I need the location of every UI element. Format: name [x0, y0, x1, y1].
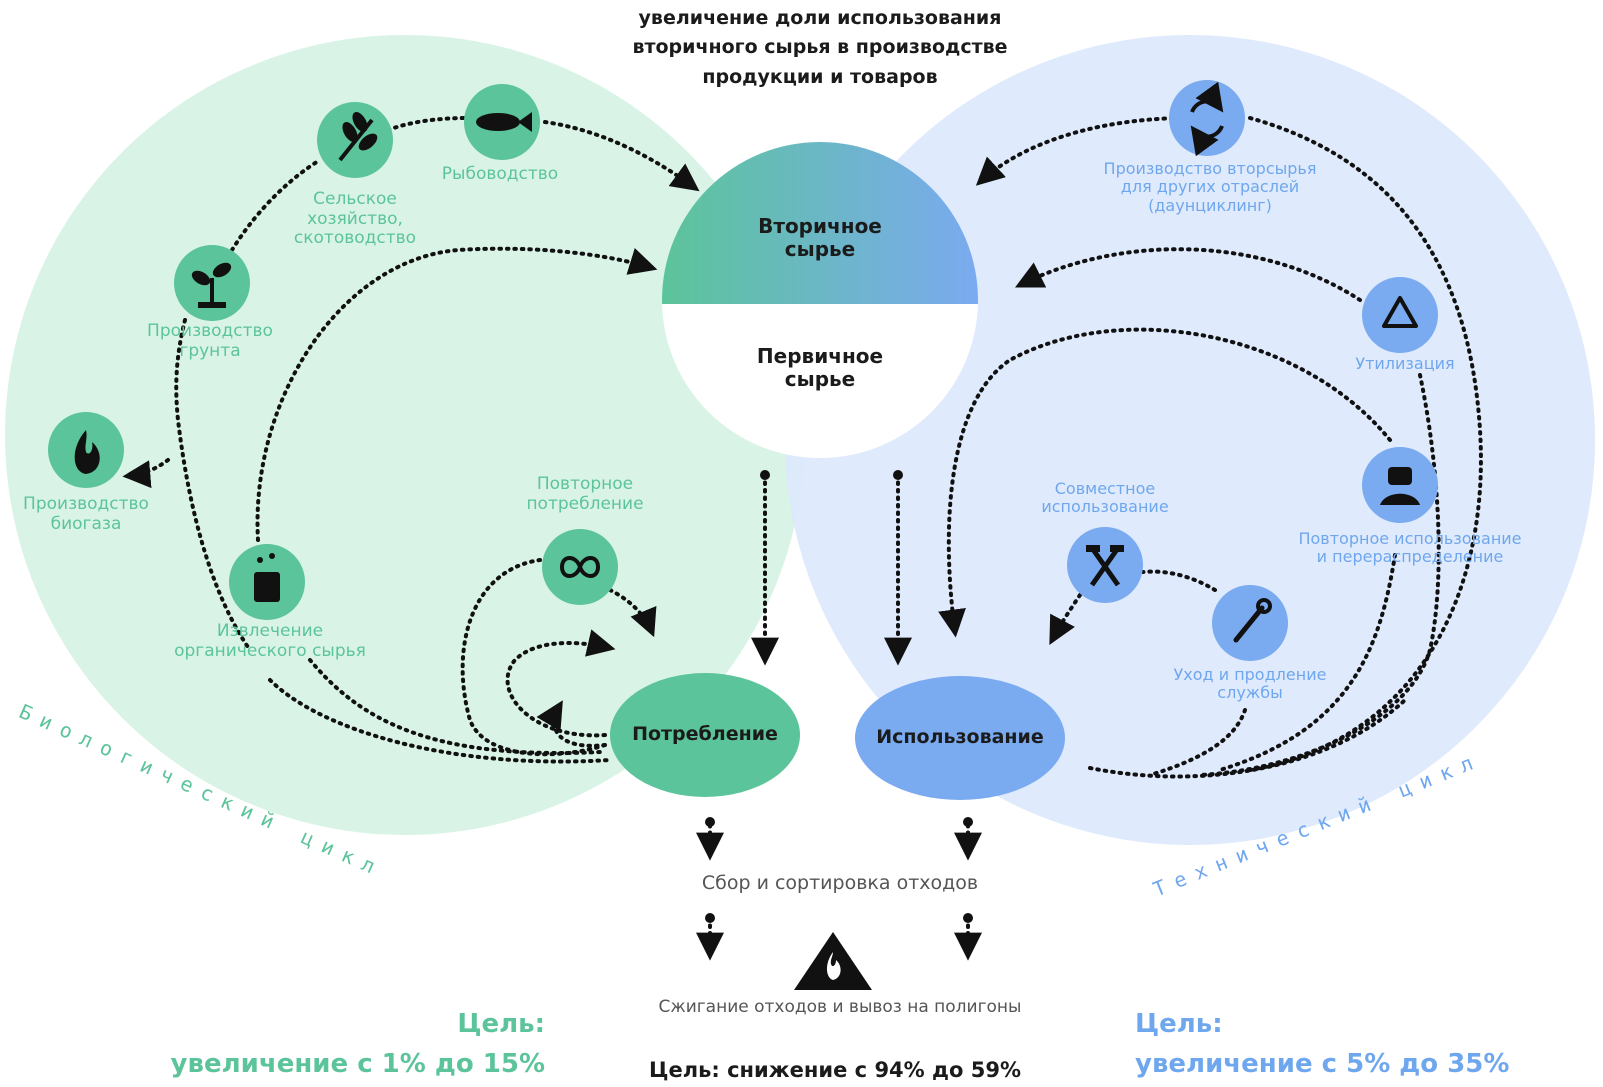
agriculture-label: Сельское хозяйство, скотоводство [293, 189, 417, 249]
worker-icon [1362, 447, 1438, 523]
landfill-goal: Цель: снижение с 94% до 59% [649, 1058, 1021, 1082]
refresh-icon [1169, 80, 1245, 157]
landfill-label: Сжигание отходов и вывоз на полигоны [658, 997, 1022, 1017]
technical-cycle-area [785, 35, 1595, 845]
biological-goal-title: Цель: [457, 1009, 545, 1039]
maintenance-label: Уход и продление службы [1173, 665, 1327, 703]
top-heading-line-1: увеличение доли использования [638, 7, 1002, 29]
fire-warning-icon [794, 932, 872, 990]
biological-goal-value: увеличение с 1% до 15% [170, 1049, 545, 1079]
redistribution-label: Повторное использование и перераспределе… [1298, 529, 1522, 567]
top-heading-line-3: продукции и товаров [702, 65, 938, 88]
plant-leaves-icon [317, 102, 393, 178]
beaker-icon [229, 544, 305, 620]
reuse-consumption-label: Повторное потребление [526, 474, 644, 514]
hammer-wrench-icon [1067, 527, 1143, 603]
recycle-icon [1362, 277, 1438, 353]
secondary-half [662, 142, 978, 304]
biogas-label: Производство биогаза [23, 494, 149, 534]
consumption-label: Потребление [632, 723, 778, 745]
consumption-node [610, 673, 800, 797]
flow-arrows [122, 116, 1483, 961]
fish-label: Рыбоводство [441, 164, 559, 184]
reuse-loop-icon [542, 529, 618, 605]
technical-goal-value: увеличение с 5% до 35% [1135, 1049, 1510, 1079]
flame-icon [48, 412, 124, 488]
usage-node [855, 676, 1065, 800]
organic-extraction-label: Извлечение органического сырья [174, 621, 366, 661]
downcycling-label: Производство вторсырья для других отрасл… [1103, 159, 1317, 215]
secondary-raw-label: Вторичное сырье [758, 214, 882, 261]
waste-collection-label: Сбор и сортировка отходов [701, 872, 979, 894]
primary-raw-label: Первичное сырье [756, 344, 884, 391]
usage-label: Использование [876, 726, 1044, 748]
recycling-label: Утилизация [1355, 354, 1455, 373]
technical-goal-title: Цель: [1135, 1009, 1223, 1039]
sprout-icon [174, 245, 250, 321]
top-heading-line-2: вторичного сырья в производстве [632, 36, 1008, 59]
wrench-icon [1212, 585, 1288, 661]
sharing-label: Совместное использование [1041, 479, 1169, 517]
flow-dots [705, 470, 973, 923]
fish-icon [464, 84, 540, 160]
soil-label: Производство грунта [147, 321, 273, 361]
top-heading: увеличение доли использования вторичного… [570, 4, 1070, 92]
